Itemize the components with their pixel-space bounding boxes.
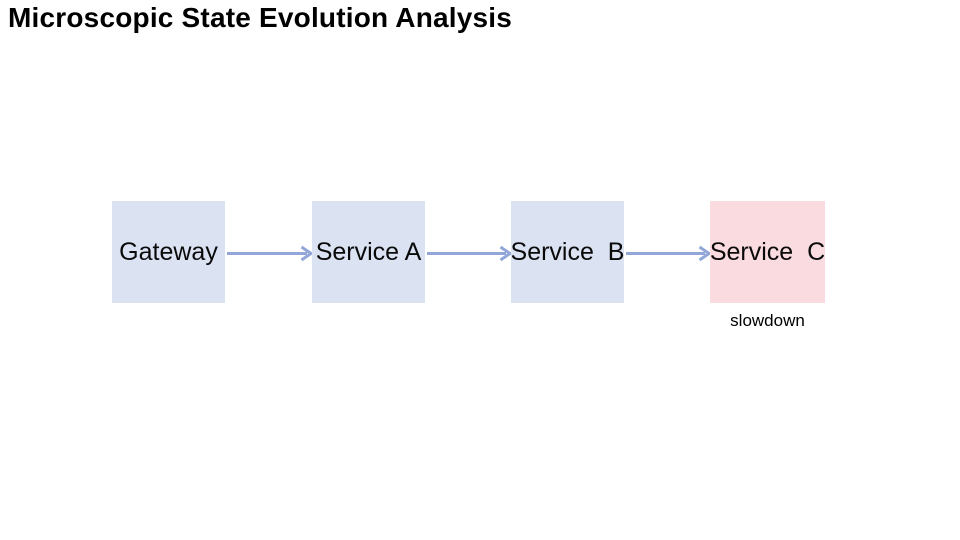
node-service-a-label: Service A <box>315 237 422 266</box>
node-service-c: Service C <box>710 201 825 303</box>
page-title: Microscopic State Evolution Analysis <box>8 2 513 33</box>
node-service-b: Service B <box>511 201 624 303</box>
node-service-c-label: Service C <box>709 237 826 266</box>
node-service-b-label: Service B <box>510 237 625 266</box>
node-gateway-label: Gateway <box>119 237 218 266</box>
node-service-a: Service A <box>312 201 425 303</box>
arrow-service-a-to-service-b-icon <box>427 245 513 262</box>
node-gateway: Gateway <box>112 201 225 303</box>
arrow-gateway-to-service-a-icon <box>227 245 314 262</box>
arrow-service-b-to-service-c-icon <box>626 245 712 262</box>
slowdown-annotation: slowdown <box>730 311 805 330</box>
